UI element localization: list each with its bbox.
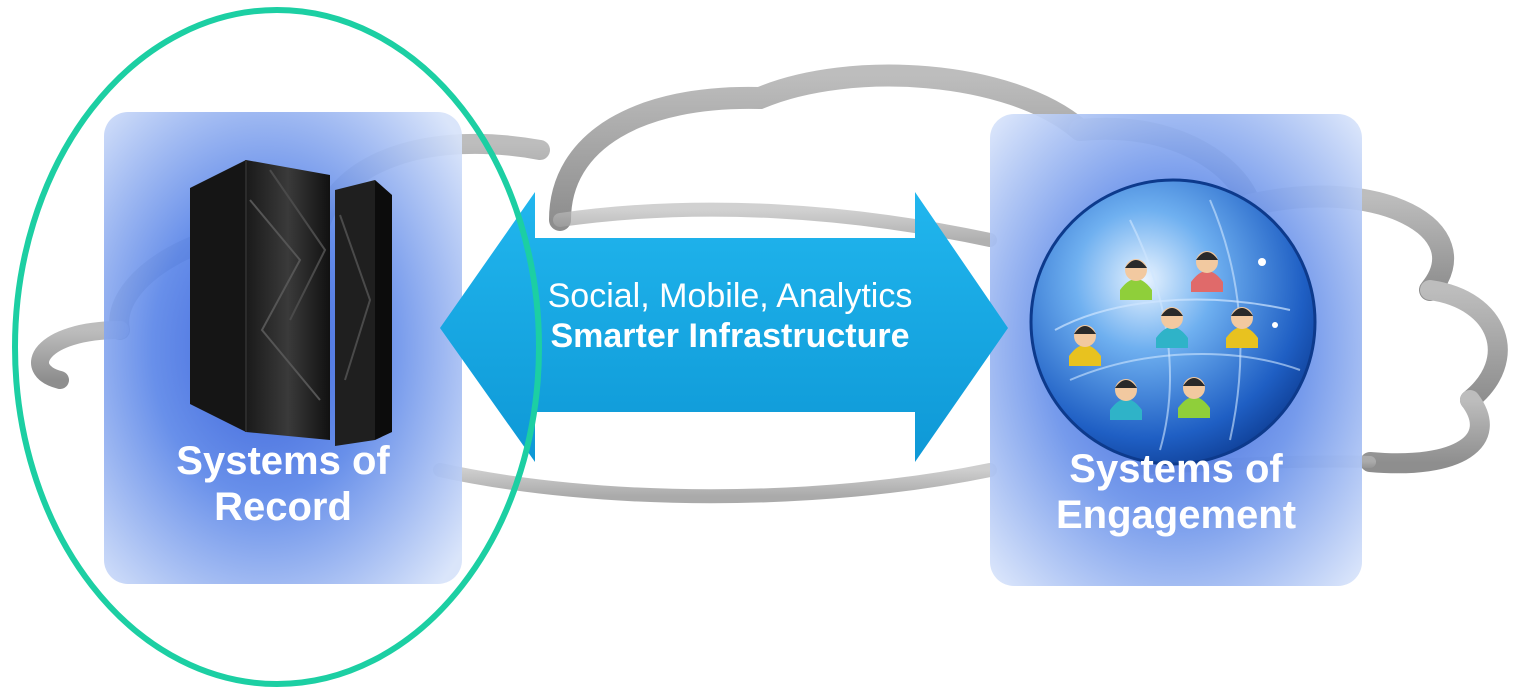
- people-network-globe-icon: [1029, 178, 1317, 466]
- systems-of-engagement-label-line2: Engagement: [1055, 493, 1297, 537]
- systems-of-record-label: Systems of Record: [104, 438, 462, 530]
- person-icon: [1156, 307, 1188, 348]
- person-icon: [1120, 259, 1152, 300]
- arrow-caption-line2: Smarter Infrastructure: [550, 317, 910, 355]
- systems-of-engagement-label: Systems of Engagement: [990, 446, 1362, 538]
- systems-of-record-label-line1: Systems of: [176, 439, 390, 483]
- systems-of-engagement-label-line1: Systems of: [1069, 447, 1283, 491]
- mainframe-server-icon: [190, 160, 392, 446]
- person-icon: [1226, 307, 1258, 348]
- highlight-ellipse: [12, 7, 542, 687]
- bidirectional-arrow: [440, 192, 1008, 462]
- arrow-caption: Social, Mobile, Analytics Smarter Infras…: [460, 276, 1000, 356]
- arrow-caption-line1: Social, Mobile, Analytics: [547, 277, 913, 315]
- person-icon: [1191, 251, 1223, 292]
- person-icon: [1069, 325, 1101, 366]
- person-icon: [1110, 379, 1142, 420]
- person-icon: [1178, 377, 1210, 418]
- systems-of-record-label-line2: Record: [214, 485, 352, 529]
